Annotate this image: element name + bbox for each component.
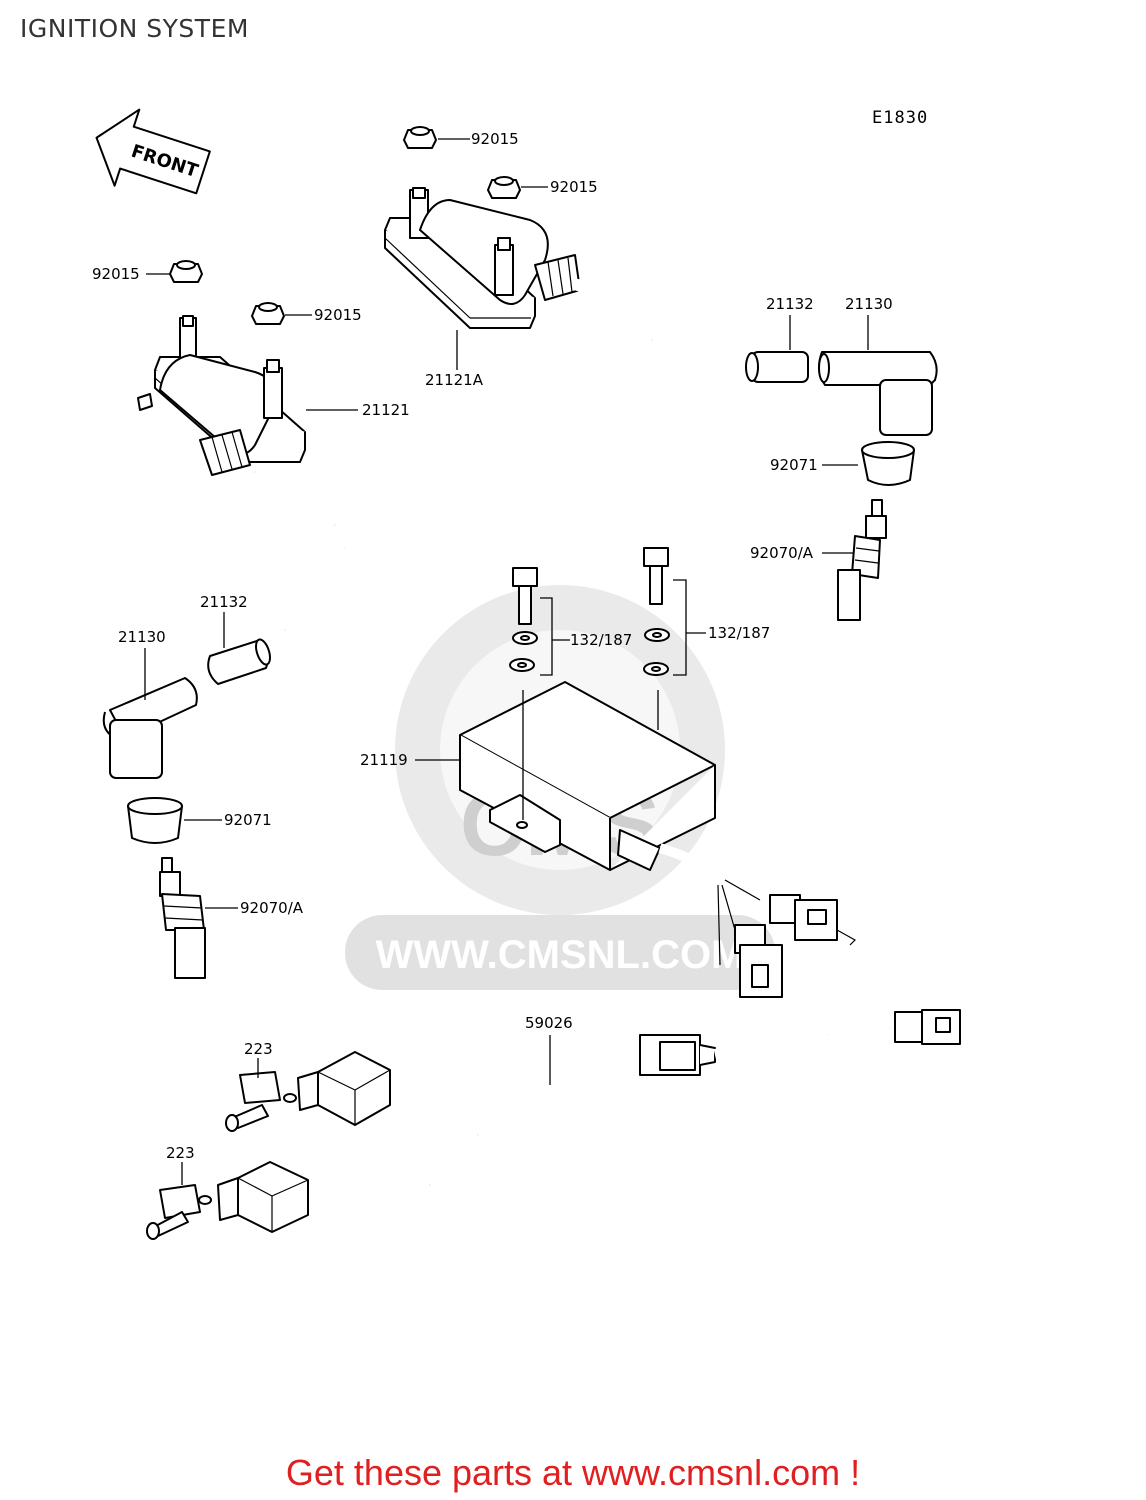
label-coil-left: 21121	[362, 401, 410, 419]
pickup-coil-1	[225, 1051, 391, 1132]
watermark-url-text: WWW.CMSNL.COM	[376, 933, 745, 977]
nut-icon	[403, 126, 437, 149]
label-bolt-2: 132/187	[708, 624, 770, 642]
cap-sleeve-left	[207, 638, 271, 685]
spark-plug-left	[159, 857, 206, 979]
label-nut-3: 92015	[92, 265, 140, 283]
plug-cap-right	[818, 351, 938, 436]
label-plug-cap-left: 21130	[118, 628, 166, 646]
label-cap-sleeve-left: 21132	[200, 593, 248, 611]
igniter-unit	[459, 681, 856, 998]
pickup-coil-2	[146, 1161, 309, 1240]
label-igniter: 21119	[360, 751, 408, 769]
label-harness: 59026	[525, 1014, 573, 1032]
front-arrow-icon: FRONT	[95, 108, 211, 195]
parts-diagram: CMS WWW.CMSNL.COM E1830 FRONT 92015 9201…	[92, 108, 961, 1251]
nut-icon	[169, 260, 203, 283]
label-nut-2: 92015	[550, 178, 598, 196]
footer-promo-link[interactable]: Get these parts at www.cmsnl.com !	[285, 1452, 861, 1493]
ignition-coil-right	[384, 187, 581, 329]
wiring-harness	[239, 1009, 961, 1251]
seal-left	[127, 797, 183, 844]
label-seal-left: 92071	[224, 811, 272, 829]
label-pickup-2: 223	[166, 1144, 195, 1162]
page-title: IGNITION SYSTEM	[20, 14, 249, 43]
bolt-icon	[643, 547, 670, 676]
label-nut-4: 92015	[314, 306, 362, 324]
label-cap-sleeve-right: 21132	[766, 295, 814, 313]
label-coil-right: 21121A	[425, 371, 484, 389]
label-bolt-1: 132/187	[570, 631, 632, 649]
bolt-icon	[509, 567, 538, 672]
label-nut-1: 92015	[471, 130, 519, 148]
ignition-coil-left	[137, 315, 306, 476]
plug-cap-left	[102, 677, 198, 779]
seal-right	[861, 441, 915, 486]
spark-plug-right	[837, 499, 887, 621]
label-pickup-1: 223	[244, 1040, 273, 1058]
nut-icon	[487, 176, 521, 199]
nut-icon	[251, 302, 285, 325]
diagram-code: E1830	[872, 108, 928, 128]
cap-sleeve-right	[745, 351, 809, 383]
label-seal-right: 92071	[770, 456, 818, 474]
label-spark-plug-right: 92070/A	[750, 544, 814, 562]
label-plug-cap-right: 21130	[845, 295, 893, 313]
label-spark-plug-left: 92070/A	[240, 899, 304, 917]
